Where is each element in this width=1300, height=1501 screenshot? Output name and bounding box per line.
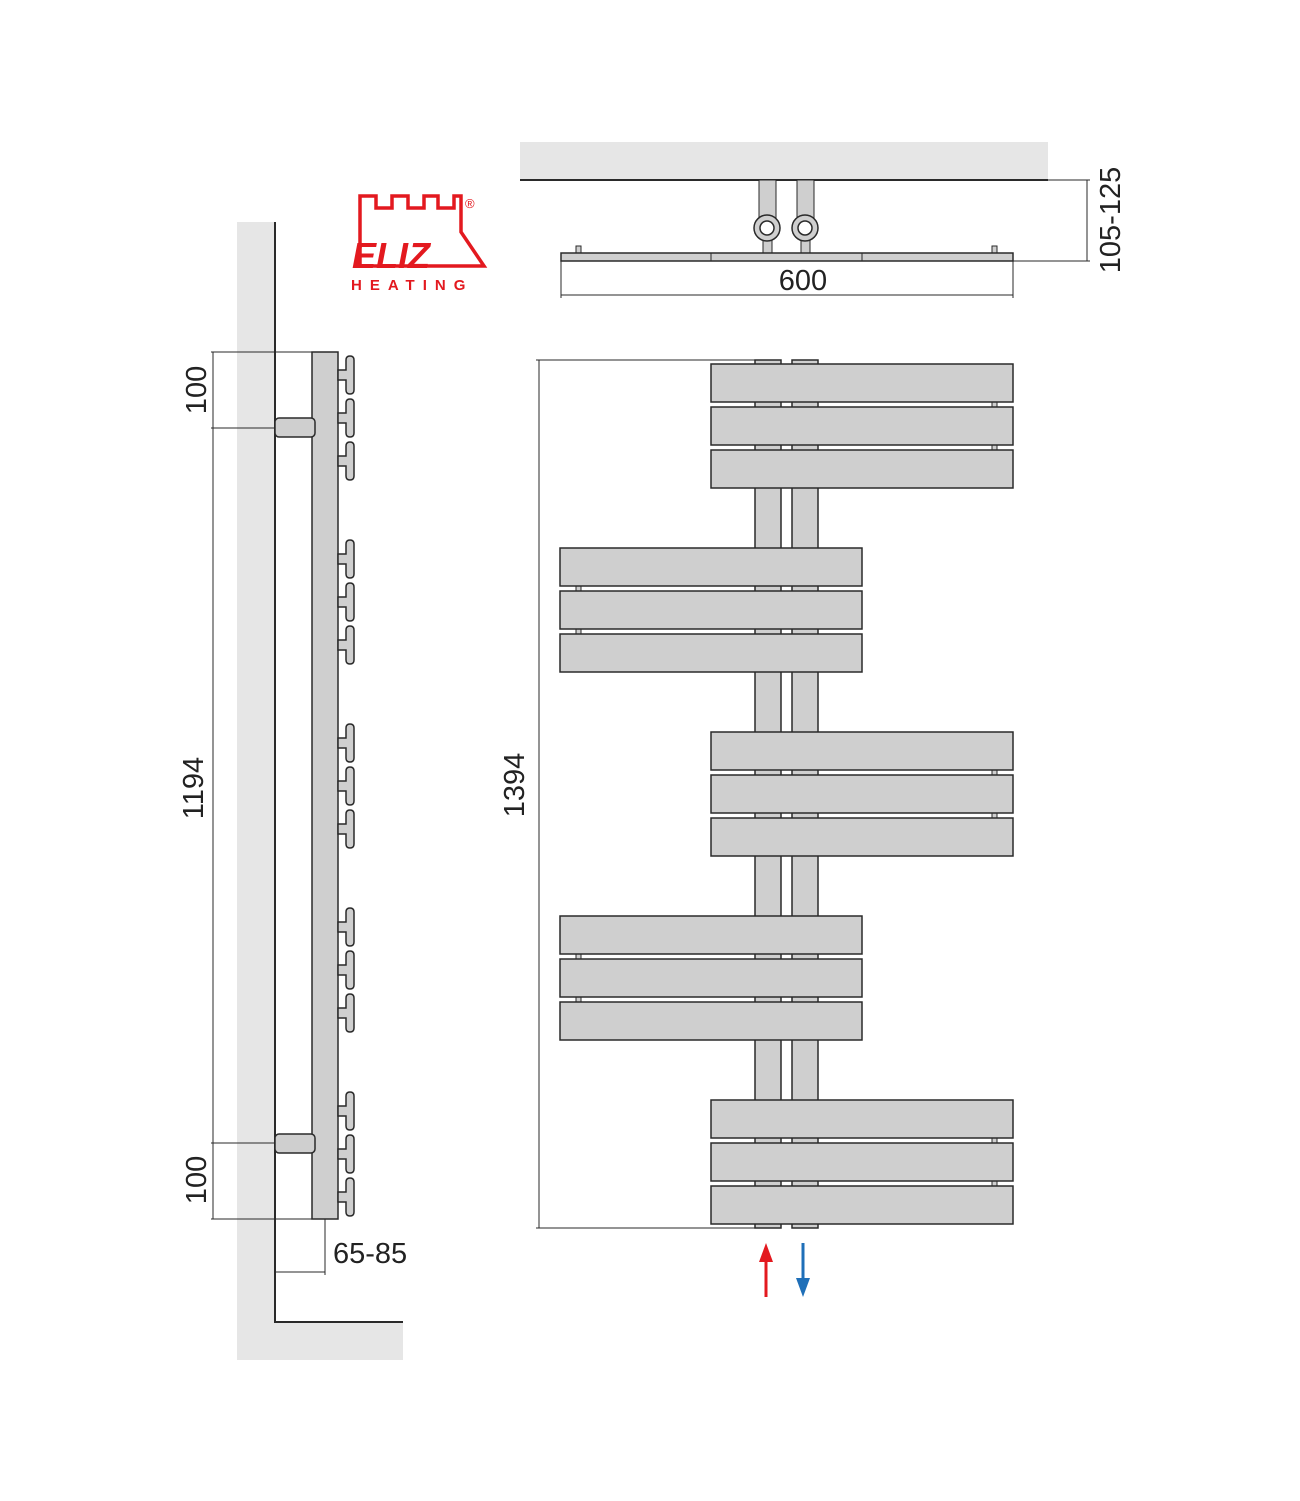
heating-bar [710,1099,1014,1139]
wall-distance-label: 65-85 [333,1238,407,1270]
bar-profile-hook [337,809,355,849]
wall-bracket-top [274,417,316,438]
top-offset-label: 100 [181,366,213,414]
heating-bar [710,406,1014,446]
bar-profile-hook [337,766,355,806]
heating-bar [559,633,863,673]
eliz-heating-logo: ELIZ HEATING ® [351,194,488,294]
return-arrow-icon [796,1243,810,1297]
heating-bar [559,590,863,630]
wall-bracket-bottom [274,1133,316,1154]
heating-bar [710,817,1014,857]
ceiling-wall [520,142,1048,180]
depth-label: 105-125 [1095,167,1127,273]
heating-bar [710,731,1014,771]
wall [237,222,275,1360]
heating-bar [710,774,1014,814]
bar-profile-hook [337,625,355,665]
height-label: 1394 [499,753,531,818]
heating-bar [710,449,1014,489]
bar-profile-hook [337,950,355,990]
heating-bar [559,1001,863,1041]
bar-profile-hook [337,441,355,481]
heating-bar [710,1142,1014,1182]
front-view: 1394 [499,359,1014,1297]
bar-profile-hook [337,398,355,438]
bar-profile-hook [337,907,355,947]
side-view: 100 1194 100 65-85 [178,222,407,1360]
top-view: 600 105-125 [520,142,1127,298]
heating-bar [559,915,863,955]
bar-profile-hook [337,993,355,1033]
radiator-side-profile [311,351,339,1220]
bar-profile-hook [337,355,355,395]
width-label: 600 [779,265,827,297]
floor [237,1322,403,1360]
heating-bar [710,363,1014,403]
bar-profile-hook [337,1091,355,1131]
registered-mark: ® [465,196,475,211]
logo-subtitle: HEATING [351,277,473,294]
bar-profile-hook [337,1134,355,1174]
bar-profile-hook [337,582,355,622]
bar-profile-hook [337,539,355,579]
logo-brand-text: ELIZ [352,235,432,276]
heating-bar [559,547,863,587]
bar-profile-hook [337,723,355,763]
heating-bar [559,958,863,998]
heating-bar [710,1185,1014,1225]
bottom-offset-label: 100 [181,1156,213,1204]
bar-profile-hook [337,1177,355,1217]
supply-arrow-icon [759,1243,773,1297]
axis-distance-label: 1194 [178,757,210,819]
